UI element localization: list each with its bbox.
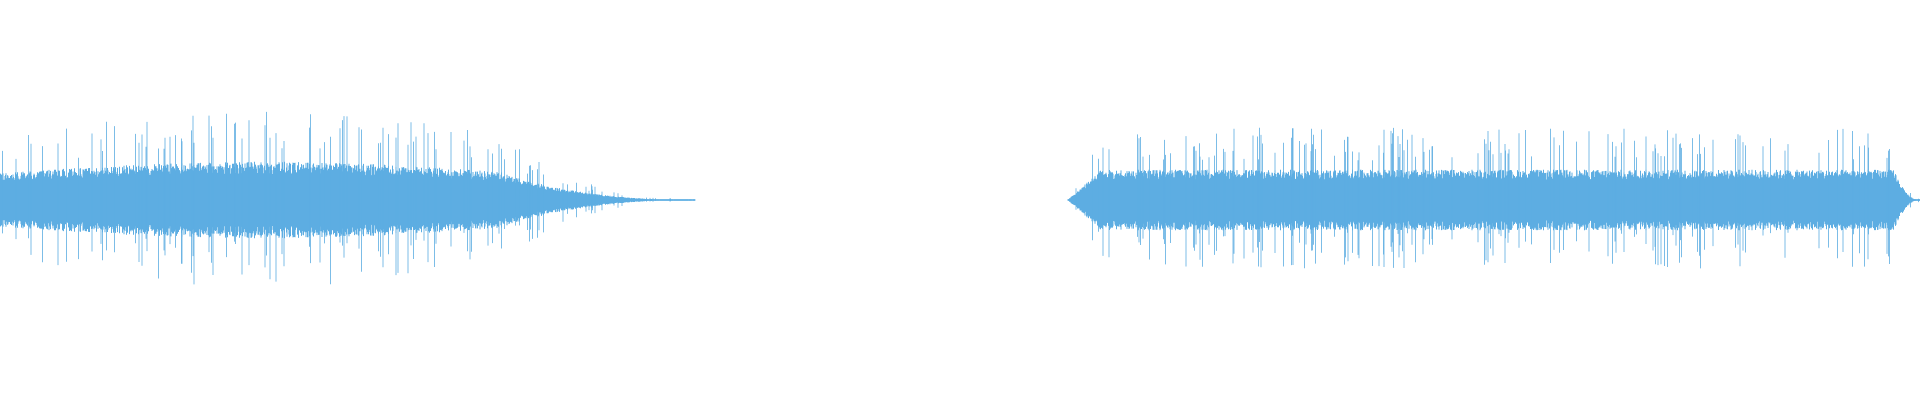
waveform-peaks — [1067, 127, 1919, 269]
waveform-layer — [0, 111, 1920, 285]
waveform-segment-clip-2 — [1067, 127, 1920, 269]
waveform-body — [0, 161, 696, 239]
waveform-segment-clip-1 — [0, 111, 696, 285]
waveform-body — [1067, 169, 1920, 231]
waveform-peaks — [2, 111, 671, 285]
